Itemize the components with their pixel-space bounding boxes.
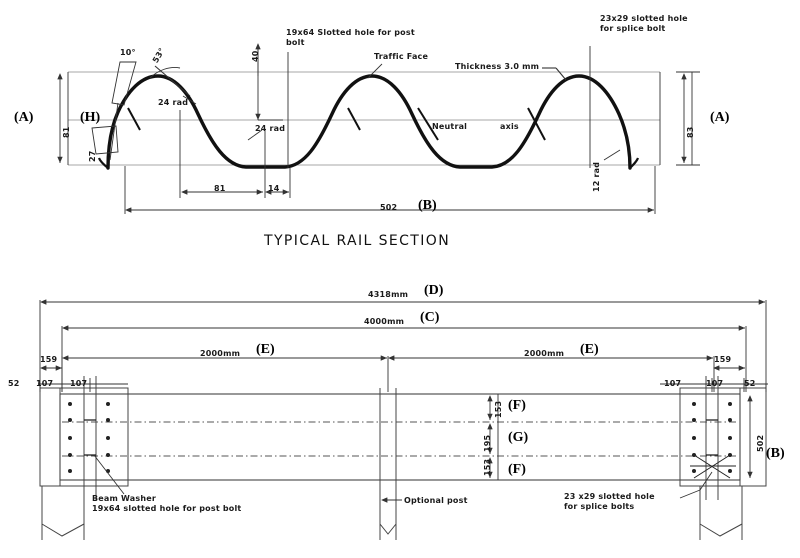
- note-splice-holes: 23 x29 slotted hole for splice bolts: [564, 492, 655, 511]
- dim-corrugation-depths: [487, 394, 499, 480]
- dim-edge-right-52-label: 52: [744, 379, 756, 388]
- dim-flat-14-label: 14: [268, 184, 280, 193]
- dim-edge-left-52-label: 52: [8, 379, 20, 388]
- marker-b-elevation: (B): [766, 446, 785, 461]
- beam-washer-leader: [93, 454, 125, 495]
- dim-bolt-spacing-right: [660, 378, 768, 392]
- angle-53-leader: [149, 65, 191, 97]
- dim-bolt-l2-label: 107: [70, 379, 88, 388]
- dim-overall-502-label: 502: [380, 203, 398, 212]
- marker-e-left: (E): [256, 342, 275, 357]
- dim-pitch-81-label: 81: [214, 184, 226, 193]
- marker-f-top: (F): [508, 398, 526, 413]
- note-beam-washer: Beam Washer 19x64 slotted hole for post …: [92, 494, 242, 513]
- dim-rad-24-mid-label: 24 rad: [255, 124, 286, 133]
- dim-pitch-81-14: [179, 110, 291, 198]
- dim-bolt-r2-label: 107: [706, 379, 724, 388]
- dim-depth-40: [255, 43, 283, 121]
- post-leg-right: [699, 486, 743, 540]
- splice-panel-right: [679, 376, 767, 500]
- dim-corr-top-153-label: 153: [494, 400, 503, 418]
- note-splice-bolt-hole: 23x29 slotted hole for splice bolt: [600, 14, 688, 33]
- splice-holes-leader: [679, 471, 713, 499]
- dim-corr-bot-153-label: 153: [483, 458, 492, 476]
- bolt-hole-pattern-right: [692, 402, 732, 473]
- post-leg-left: [41, 486, 85, 540]
- marker-d: (D): [424, 283, 444, 298]
- dim-height-left-label: 81: [62, 126, 71, 138]
- section-title: TYPICAL RAIL SECTION: [264, 233, 451, 249]
- dim-height-right-label: 83: [686, 126, 695, 138]
- corrugation-fold-lines: [62, 421, 738, 457]
- dim-end-left-159-label: 159: [40, 355, 58, 364]
- marker-e-right: (E): [580, 342, 599, 357]
- rail-elevation-view: [38, 299, 768, 540]
- marker-f-bottom: (F): [508, 462, 526, 477]
- marker-h: (H): [80, 110, 101, 125]
- dim-height-right: [659, 71, 700, 166]
- dim-corr-mid-195-label: 195: [483, 434, 492, 452]
- section-extension-lines: [68, 71, 660, 166]
- neutral-axis-ticks: [127, 107, 546, 141]
- splice-bolt-marks: [690, 454, 736, 479]
- dim-rad-12-label: 12 rad: [592, 161, 601, 192]
- dim-bolt-spacing-left: [38, 378, 128, 392]
- rad-12-leader: [603, 149, 621, 161]
- dim-overall-502: [124, 166, 656, 214]
- marker-g: (G): [508, 430, 529, 445]
- rail-edge-lips: [97, 157, 640, 169]
- marker-c: (C): [420, 310, 440, 325]
- dim-angle-10-label: 10°: [120, 48, 136, 57]
- marker-b-section: (B): [418, 198, 437, 213]
- note-traffic-face: Traffic Face: [374, 52, 429, 61]
- dim-depth-40-label: 40: [251, 50, 260, 62]
- marker-a-left: (A): [14, 110, 34, 125]
- rad-24-top-leader: [182, 95, 197, 105]
- note-optional-post: Optional post: [404, 496, 468, 505]
- dim-bolt-r1-label: 107: [664, 379, 682, 388]
- angle-27-box: [91, 125, 119, 155]
- post-bolt-slot-left: [84, 419, 96, 456]
- elevation-rail-outline: [59, 393, 741, 481]
- rail-profile-path: [106, 74, 632, 170]
- note-thickness: Thickness 3.0 mm: [455, 62, 540, 71]
- dim-total-length: [39, 299, 767, 392]
- dim-end-right-159-label: 159: [714, 355, 732, 364]
- dim-height-left: [57, 72, 69, 165]
- post-bolt-slot-right: [706, 419, 718, 456]
- angle-10-leader: [109, 61, 137, 161]
- traffic-face-leader: [367, 63, 383, 79]
- note-post-bolt-hole: 19x64 Slotted hole for post bolt: [286, 28, 415, 47]
- rail-section-view: [57, 43, 700, 214]
- dim-angle-27-label: 27: [88, 150, 97, 162]
- dim-bolt-l1-label: 107: [36, 379, 54, 388]
- dim-span-left-label: 2000mm: [200, 349, 241, 358]
- dim-rad-24-top-label: 24 rad: [158, 98, 189, 107]
- optional-post-middle: [379, 388, 397, 540]
- dim-spans: [61, 355, 715, 392]
- dim-total-length-label: 4318mm: [368, 290, 409, 299]
- thickness-leader: [542, 67, 567, 81]
- rad-24-mid-leader: [247, 129, 263, 141]
- note-neutral: Neutral: [432, 122, 468, 131]
- marker-a-right: (A): [710, 110, 730, 125]
- dim-span-right-label: 2000mm: [524, 349, 565, 358]
- dim-effective-length-label: 4000mm: [364, 317, 405, 326]
- dim-rail-depth-label: 502: [756, 434, 765, 452]
- bolt-hole-pattern-left: [68, 402, 110, 473]
- dim-effective-length: [61, 325, 747, 392]
- note-axis: axis: [500, 122, 519, 131]
